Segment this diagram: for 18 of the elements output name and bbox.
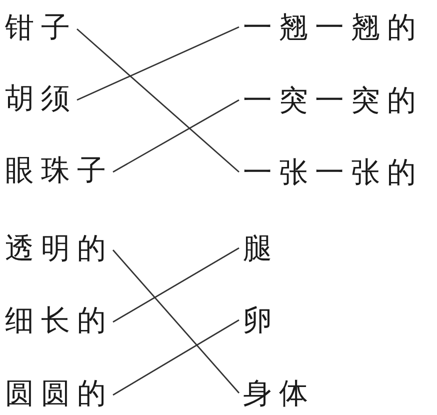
word-label: 一突一突的	[243, 82, 423, 118]
word-label: 细长的	[5, 302, 113, 338]
word-label: 圆圆的	[5, 375, 113, 411]
matching-line	[112, 247, 240, 323]
matching-line	[112, 250, 240, 394]
matching-line	[112, 99, 240, 173]
word-label: 钳子	[5, 9, 77, 45]
word-label: 身体	[243, 375, 315, 411]
matching-line	[112, 319, 240, 396]
word-label: 腿	[243, 230, 279, 266]
word-label: 卵	[243, 302, 279, 338]
word-label: 透明的	[5, 230, 113, 266]
matching-line	[76, 28, 240, 173]
word-label: 一翘一翘的	[243, 9, 423, 45]
word-label: 一张一张的	[243, 154, 423, 190]
matching-line	[76, 26, 240, 101]
word-label: 眼珠子	[5, 152, 113, 188]
word-label: 胡须	[5, 80, 77, 116]
